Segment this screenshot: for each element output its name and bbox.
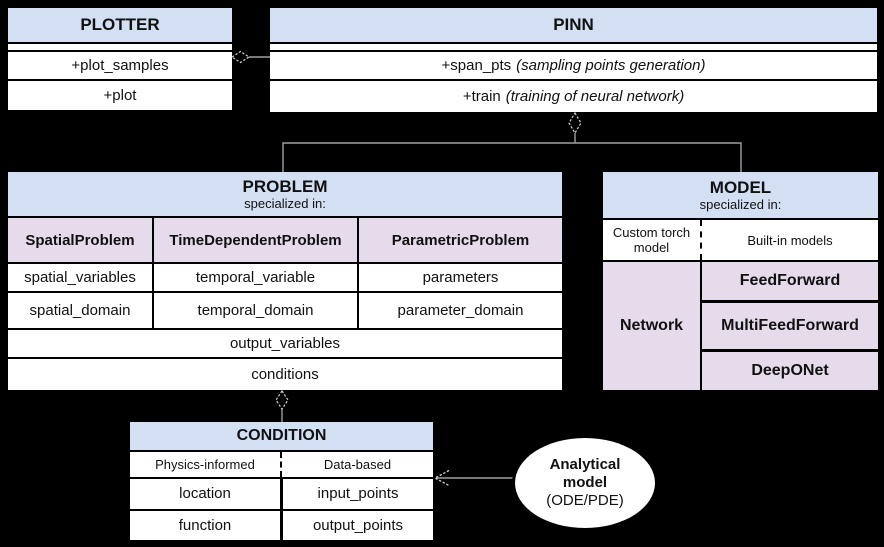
method-note: (training of neural network) — [505, 88, 685, 105]
column-header-spatial-problem: SpatialProblem — [8, 218, 152, 262]
attribute-cell: location — [130, 479, 280, 509]
condition-title: CONDITION — [130, 422, 433, 450]
method-name: +span_pts — [441, 57, 512, 74]
analytical-model-node: Analytical model (ODE/PDE) — [512, 435, 658, 531]
problem-header: PROBLEM specialized in: — [8, 172, 562, 216]
model-header: MODEL specialized in: — [603, 172, 878, 218]
attribute-cell: function — [130, 510, 280, 540]
class-box-pinn: PINN +span_pts (sampling points generati… — [270, 8, 877, 112]
physics-informed-header: Physics-informed — [130, 452, 282, 477]
attribute-cell: temporal_variable — [154, 264, 357, 291]
plotter-method: +plot — [8, 81, 232, 110]
condition-row: function output_points — [130, 510, 433, 540]
connector-line — [282, 142, 742, 172]
analytical-model-label: Analytical — [549, 456, 621, 473]
attribute-cell: output_points — [283, 510, 433, 540]
class-box-problem: PROBLEM specialized in: SpatialProblem T… — [8, 172, 562, 390]
plotter-title: PLOTTER — [8, 8, 232, 42]
model-subheader-row: Custom torch model Built-in models — [603, 220, 878, 260]
method-name: +train — [462, 88, 501, 105]
plotter-method: +plot_samples — [8, 52, 232, 79]
model-title: MODEL — [709, 178, 772, 197]
shared-attribute-cell: conditions — [8, 359, 562, 390]
condition-row: location input_points — [130, 479, 433, 509]
problem-subtitle: specialized in: — [244, 196, 326, 211]
class-box-plotter: PLOTTER +plot_samples +plot — [8, 8, 232, 110]
column-header-parametric-problem: ParametricProblem — [359, 218, 562, 262]
empty-compartment — [8, 44, 232, 50]
pinn-method: +span_pts (sampling points generation) — [270, 52, 877, 79]
class-box-model: MODEL specialized in: Custom torch model… — [603, 172, 878, 390]
deeponet-cell: DeepONet — [702, 352, 878, 390]
network-cell: Network — [603, 262, 700, 390]
aggregation-diamond-icon — [568, 111, 582, 135]
built-in-models-header: Built-in models — [747, 232, 833, 248]
method-note: (sampling points generation) — [516, 57, 706, 74]
attribute-cell: parameter_domain — [359, 293, 562, 328]
model-subtitle: specialized in: — [699, 197, 782, 212]
shared-attribute-cell: output_variables — [8, 330, 562, 357]
data-based-header: Data-based — [323, 457, 392, 472]
custom-torch-model-header: Custom torch model — [603, 220, 702, 260]
column-header-time-dependent-problem: TimeDependentProblem — [154, 218, 357, 262]
empty-compartment — [270, 44, 877, 50]
analytical-model-label: model — [562, 474, 608, 491]
attribute-cell: spatial_variables — [8, 264, 152, 291]
attribute-cell: parameters — [359, 264, 562, 291]
feedforward-cell: FeedForward — [702, 262, 878, 300]
attribute-cell: temporal_domain — [154, 293, 357, 328]
open-arrowhead-icon — [433, 469, 450, 487]
built-in-models-column: FeedForward MultiFeedForward DeepONet — [702, 262, 878, 390]
aggregation-diamond-icon — [275, 389, 289, 411]
multifeedforward-cell: MultiFeedForward — [702, 302, 878, 350]
attribute-cell: spatial_domain — [8, 293, 152, 328]
pinn-title: PINN — [270, 8, 877, 42]
ode-pde-label: (ODE/PDE) — [546, 492, 624, 509]
pinn-method: +train (training of neural network) — [270, 81, 877, 112]
attribute-cell: input_points — [283, 479, 433, 509]
class-box-condition: CONDITION Physics-informed Data-based lo… — [130, 422, 433, 540]
aggregation-diamond-icon — [230, 50, 251, 64]
condition-subheader-row: Physics-informed Data-based — [130, 452, 433, 477]
problem-title: PROBLEM — [242, 177, 328, 196]
